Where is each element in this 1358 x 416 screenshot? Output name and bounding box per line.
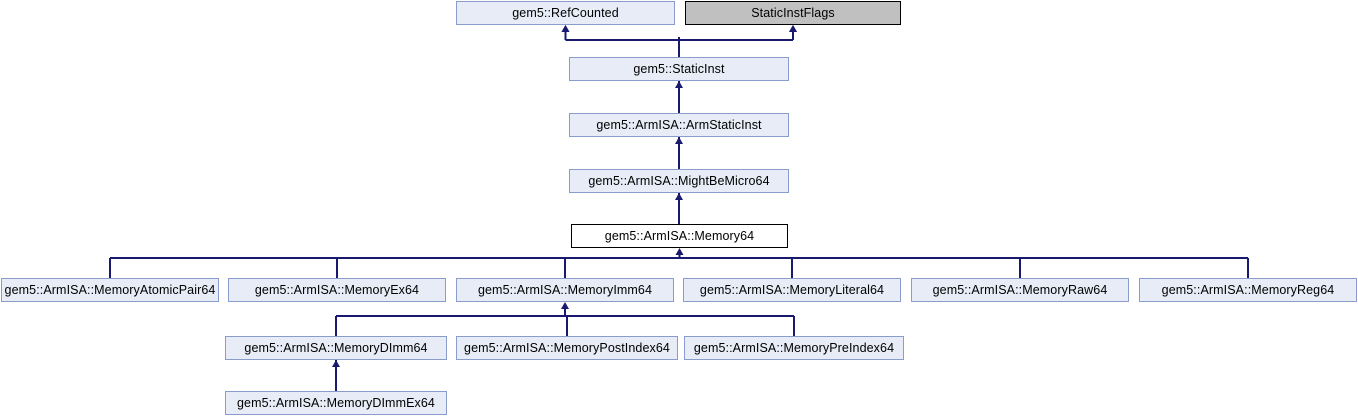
- class-node-label: gem5::ArmISA::MemoryEx64: [254, 282, 420, 297]
- class-node-label: gem5::ArmISA::MemoryImm64: [477, 282, 653, 297]
- class-node-staticinstflags[interactable]: StaticInstFlags: [685, 1, 901, 25]
- inheritance-arrowhead: [789, 25, 797, 32]
- inheritance-arrowhead: [789, 25, 797, 32]
- inheritance-arrowhead: [675, 81, 683, 88]
- class-node-memoryimm64[interactable]: gem5::ArmISA::MemoryImm64: [456, 278, 674, 302]
- class-node-label: gem5::StaticInst: [633, 61, 725, 76]
- inheritance-arrowhead: [332, 360, 340, 367]
- class-node-label: gem5::ArmISA::MightBeMicro64: [588, 173, 770, 188]
- class-node-memoryreg64[interactable]: gem5::ArmISA::MemoryReg64: [1139, 278, 1357, 302]
- class-node-atomicpair64[interactable]: gem5::ArmISA::MemoryAtomicPair64: [1, 278, 219, 302]
- class-node-label: gem5::ArmISA::ArmStaticInst: [596, 117, 762, 132]
- inheritance-arrowhead: [675, 137, 683, 144]
- inheritance-arrowhead: [561, 302, 569, 309]
- class-node-label: gem5::ArmISA::MemoryPostIndex64: [464, 340, 670, 355]
- class-node-label: StaticInstFlags: [751, 5, 835, 20]
- class-node-memoryex64[interactable]: gem5::ArmISA::MemoryEx64: [228, 278, 446, 302]
- class-node-label: gem5::ArmISA::MemoryPreIndex64: [693, 340, 895, 355]
- class-node-label: gem5::ArmISA::MemoryDImm64: [244, 340, 428, 355]
- class-node-label: gem5::ArmISA::MemoryRaw64: [932, 282, 1108, 297]
- class-node-armstaticinst[interactable]: gem5::ArmISA::ArmStaticInst: [569, 113, 789, 137]
- inheritance-arrowhead: [561, 25, 570, 32]
- class-node-memorydimmex64[interactable]: gem5::ArmISA::MemoryDImmEx64: [225, 391, 447, 415]
- class-node-preindex64[interactable]: gem5::ArmISA::MemoryPreIndex64: [684, 336, 904, 360]
- class-node-memorydimm64[interactable]: gem5::ArmISA::MemoryDImm64: [225, 336, 447, 360]
- class-node-label: gem5::ArmISA::MemoryAtomicPair64: [4, 282, 216, 297]
- class-node-postindex64[interactable]: gem5::ArmISA::MemoryPostIndex64: [456, 336, 678, 360]
- class-node-staticinst[interactable]: gem5::StaticInst: [569, 57, 789, 81]
- class-node-memory64[interactable]: gem5::ArmISA::Memory64: [571, 224, 788, 248]
- class-node-memoryraw64[interactable]: gem5::ArmISA::MemoryRaw64: [911, 278, 1129, 302]
- class-node-label: gem5::ArmISA::MemoryDImmEx64: [237, 395, 435, 410]
- inheritance-arrowhead: [561, 25, 570, 32]
- class-node-label: gem5::ArmISA::Memory64: [604, 228, 755, 243]
- class-node-memoryliteral64[interactable]: gem5::ArmISA::MemoryLiteral64: [683, 278, 901, 302]
- class-node-label: gem5::ArmISA::MemoryReg64: [1161, 282, 1335, 297]
- class-node-mightbemicro64[interactable]: gem5::ArmISA::MightBeMicro64: [569, 169, 789, 193]
- class-node-label: gem5::ArmISA::MemoryLiteral64: [699, 282, 885, 297]
- inheritance-arrowhead: [675, 193, 683, 200]
- class-node-label: gem5::RefCounted: [512, 5, 619, 20]
- inheritance-arrowhead: [675, 248, 684, 255]
- class-node-refcounted[interactable]: gem5::RefCounted: [456, 1, 675, 25]
